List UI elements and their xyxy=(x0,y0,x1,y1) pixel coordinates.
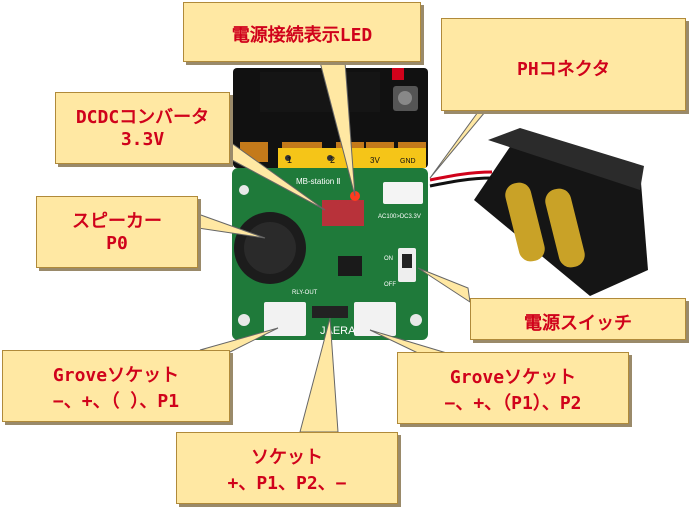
acdc-label: AC100>DC3.3V xyxy=(378,214,421,220)
off-label: OFF xyxy=(384,282,396,288)
callout-grove-left: Groveソケット −、+、（ ）、P1 xyxy=(2,350,230,422)
callout-power-switch: 電源スイッチ xyxy=(470,298,686,340)
callout-socket: ソケット +、P1、P2、− xyxy=(176,432,398,504)
board-model-label: MB-station Ⅱ xyxy=(296,177,340,186)
callout-speaker-line1: スピーカー xyxy=(72,211,162,232)
callout-power-led-text: 電源接続表示LED xyxy=(231,25,373,46)
callout-speaker-line2: P0 xyxy=(106,233,128,254)
callout-grove-left-line2: −、+、（ ）、P1 xyxy=(52,391,180,412)
callout-ph-connector-text: PHコネクタ xyxy=(517,59,610,80)
grove-socket-right xyxy=(354,302,396,336)
microbit-board: 1 2 3V GND xyxy=(233,68,428,168)
grove-socket-left xyxy=(264,302,306,336)
callout-socket-line2: +、P1、P2、− xyxy=(227,473,347,494)
callout-dcdc-line1: DCDCコンバータ xyxy=(75,107,210,128)
callout-grove-left-line1: Groveソケット xyxy=(52,365,180,386)
pin-2-label: 2 xyxy=(330,155,335,165)
callout-speaker: スピーカー P0 xyxy=(36,196,198,268)
pin-1-label: 1 xyxy=(287,155,292,165)
pin-3v-label: 3V xyxy=(370,156,380,165)
callout-grove-right-line1: Groveソケット xyxy=(449,367,577,388)
ph-connector xyxy=(383,182,423,204)
callout-socket-line1: ソケット xyxy=(251,447,323,468)
callout-power-led: 電源接続表示LED xyxy=(183,2,421,62)
on-label: ON xyxy=(384,256,393,262)
dcdc-converter-chip xyxy=(322,200,364,226)
battery-box xyxy=(429,128,648,296)
pin-gnd-label: GND xyxy=(400,158,416,165)
callout-power-switch-text: 電源スイッチ xyxy=(524,313,632,334)
station-board: MB-station Ⅱ AC100>DC3.3V ON OFF RLY-OUT… xyxy=(232,168,428,340)
callout-dcdc-line2: 3.3V xyxy=(120,129,165,150)
callout-grove-right: Groveソケット −、+、（P1）、P2 xyxy=(397,352,629,424)
pin-socket xyxy=(312,306,348,318)
rly-out-label: RLY-OUT xyxy=(292,290,318,296)
callout-dcdc: DCDCコンバータ 3.3V xyxy=(55,92,230,164)
callout-ph-connector: PHコネクタ xyxy=(441,18,686,111)
callout-grove-right-line2: −、+、（P1）、P2 xyxy=(444,393,582,414)
